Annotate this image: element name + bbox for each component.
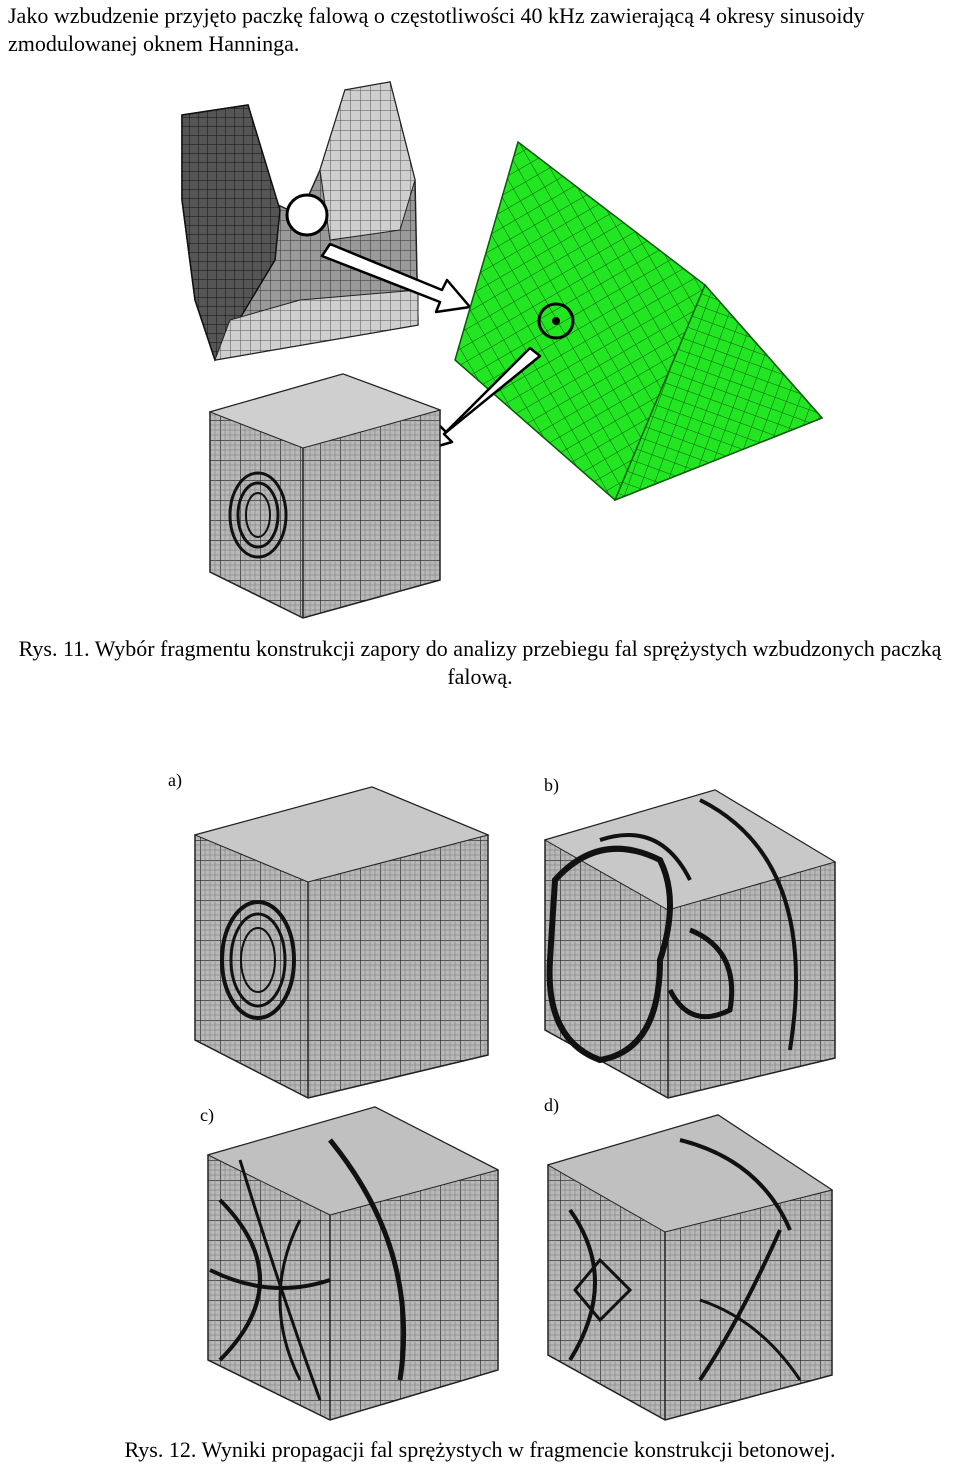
fragment-cube [208,373,442,619]
figure-12-caption: Rys. 12. Wyniki propagacji fal sprężysty… [124,1437,836,1462]
panel-a-cube [193,786,490,1099]
arrow-dam-to-wedge [320,242,472,314]
panel-c-label: c) [200,1105,214,1125]
panel-d-cube [546,1114,834,1421]
panel-b-label: b) [544,775,559,795]
panel-a-label: a) [168,770,182,790]
figure-11-graphic [181,81,824,619]
dam-mesh-model [181,81,419,362]
intro-paragraph: Jako wzbudzenie przyjęto paczkę falową o… [8,3,865,56]
wedge-mesh-model [454,140,824,502]
panel-b-cube [543,789,837,1099]
figure-11-caption: Rys. 11. Wybór fragmentu konstrukcji zap… [18,636,942,689]
figure-12-graphic [193,786,837,1421]
panel-d-label: d) [544,1095,559,1115]
panel-c-cube [206,1106,500,1421]
